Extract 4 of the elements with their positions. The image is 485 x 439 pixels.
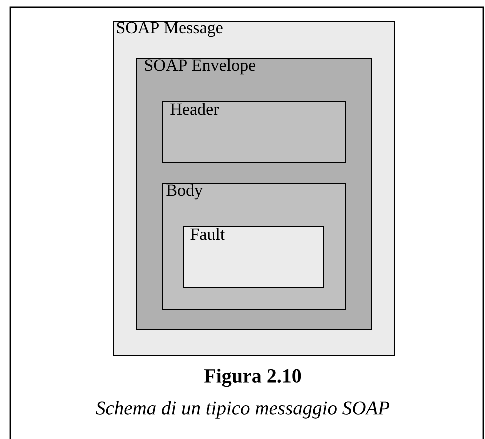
figure-title: Figura 2.10	[204, 368, 302, 388]
figure-caption: Schema di un tipico messaggio SOAP	[96, 401, 390, 419]
fault-box: Fault	[183, 226, 324, 288]
header-box: Header	[162, 101, 346, 164]
